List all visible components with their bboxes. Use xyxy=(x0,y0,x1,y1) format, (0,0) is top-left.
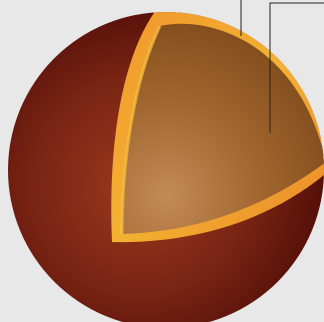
planet-cutaway-diagram xyxy=(0,0,324,322)
diagram-canvas xyxy=(0,0,324,322)
